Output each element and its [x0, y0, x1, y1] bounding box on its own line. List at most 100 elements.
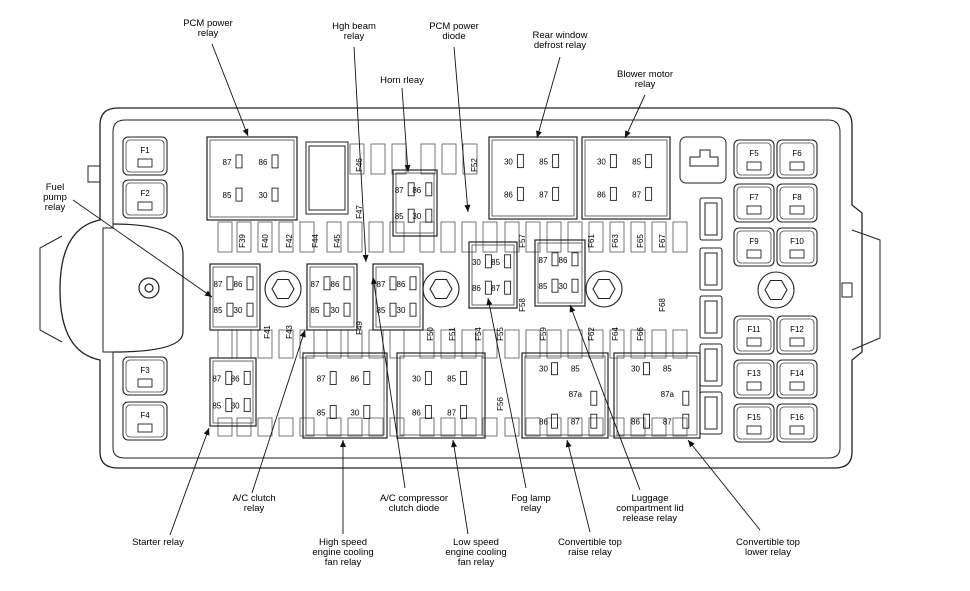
relay-pin: 30 [504, 158, 513, 167]
fuse-label: F11 [747, 325, 761, 334]
mini-fuse-f64: F64 [611, 327, 620, 341]
mini-fuse-f50: F50 [426, 327, 435, 341]
relay-pin: 85 [539, 158, 548, 167]
side-fuse-column [699, 197, 723, 435]
relay-pin: 86 [397, 280, 406, 289]
relay-pin: 85 [212, 402, 221, 411]
mini-fuse-f61: F61 [587, 234, 596, 248]
fuse-slot [567, 417, 583, 437]
leader-line [372, 276, 406, 489]
callout-starter-relay: Starter relay [132, 537, 184, 548]
relay-pin: 85 [395, 212, 404, 221]
fuse-slot [299, 221, 315, 253]
leader-line [169, 427, 210, 536]
fuse-slot [546, 221, 562, 253]
relay-pin: 86 [231, 374, 240, 383]
leader-line [72, 199, 213, 298]
fuse-f10: F10 [776, 227, 818, 267]
leader-line [687, 439, 761, 531]
hex-stud [757, 271, 795, 309]
fuse-f14: F14 [776, 359, 818, 399]
relay-pin: 85 [214, 306, 223, 315]
fuse-slot [504, 417, 520, 437]
relay-pin: 85 [539, 282, 548, 291]
hex-stud [585, 270, 623, 308]
relay-pin: 85 [311, 306, 320, 315]
mini-fuse-f68: F68 [658, 298, 667, 312]
relay-pin: 30 [259, 191, 268, 200]
fuse-box-housing [39, 107, 881, 469]
mini-fuse-f54: F54 [474, 327, 483, 341]
fuse-slot [420, 143, 436, 175]
fuse-slot [347, 221, 363, 253]
relay-pin: 86 [504, 190, 513, 199]
hex-stud [422, 270, 460, 308]
fuse-slot [217, 329, 233, 359]
fuse-slot [567, 329, 583, 359]
fuse-slot [630, 417, 646, 437]
leader-line [251, 329, 306, 494]
fuse-slot [236, 417, 252, 437]
fuse-slot [672, 221, 688, 253]
fuse-label: F14 [790, 369, 804, 378]
leader-line [624, 94, 646, 139]
relay-pin: 85 [663, 365, 672, 374]
relay-pin: 85 [447, 375, 456, 384]
relay-pin: 85 [377, 306, 386, 315]
fuse-slot [278, 417, 294, 437]
fuse-slot [326, 221, 342, 253]
relay-pin: 87 [223, 158, 232, 167]
relay-pin: 86 [412, 409, 421, 418]
fuse-label: F12 [790, 325, 804, 334]
relay-pin: 86 [412, 186, 421, 195]
fuse-slot [440, 417, 456, 437]
relay-pin: 87 [632, 190, 641, 199]
relay-pin: 30 [231, 402, 240, 411]
mini-fuse-f52: F52 [470, 158, 479, 172]
fuse-slot [525, 417, 541, 437]
fuse-slot [482, 221, 498, 253]
fuse-slot [347, 417, 363, 437]
mini-fuse-f49: F49 [355, 321, 364, 335]
connector-block [679, 136, 727, 184]
fuse-slot [391, 143, 407, 175]
fuse-slot [525, 221, 541, 253]
mini-fuse-f45: F45 [333, 234, 342, 248]
relay-pin: 87a [569, 390, 583, 399]
fuse-slot [504, 329, 520, 359]
fuse-label: F4 [140, 411, 150, 420]
relay-pin: 87 [571, 417, 580, 426]
fuse-slot [462, 143, 478, 175]
fuse-slot [630, 221, 646, 253]
relay-pin: 30 [631, 365, 640, 374]
relay-pin: 87 [447, 409, 456, 418]
mini-fuse-f62: F62 [587, 327, 596, 341]
leader-line [536, 56, 561, 139]
leader-line [401, 87, 409, 173]
fuse-slot [546, 329, 562, 359]
relay-pin: 87a [661, 390, 675, 399]
fuse-f11: F11 [733, 315, 775, 355]
relay-pin: 85 [317, 409, 326, 418]
fuse-f3: F3 [122, 356, 168, 396]
relay-pin: 87 [317, 375, 326, 384]
fuse-slot [461, 329, 477, 359]
relay-pin: 30 [397, 306, 406, 315]
fuse-slot [419, 417, 435, 437]
